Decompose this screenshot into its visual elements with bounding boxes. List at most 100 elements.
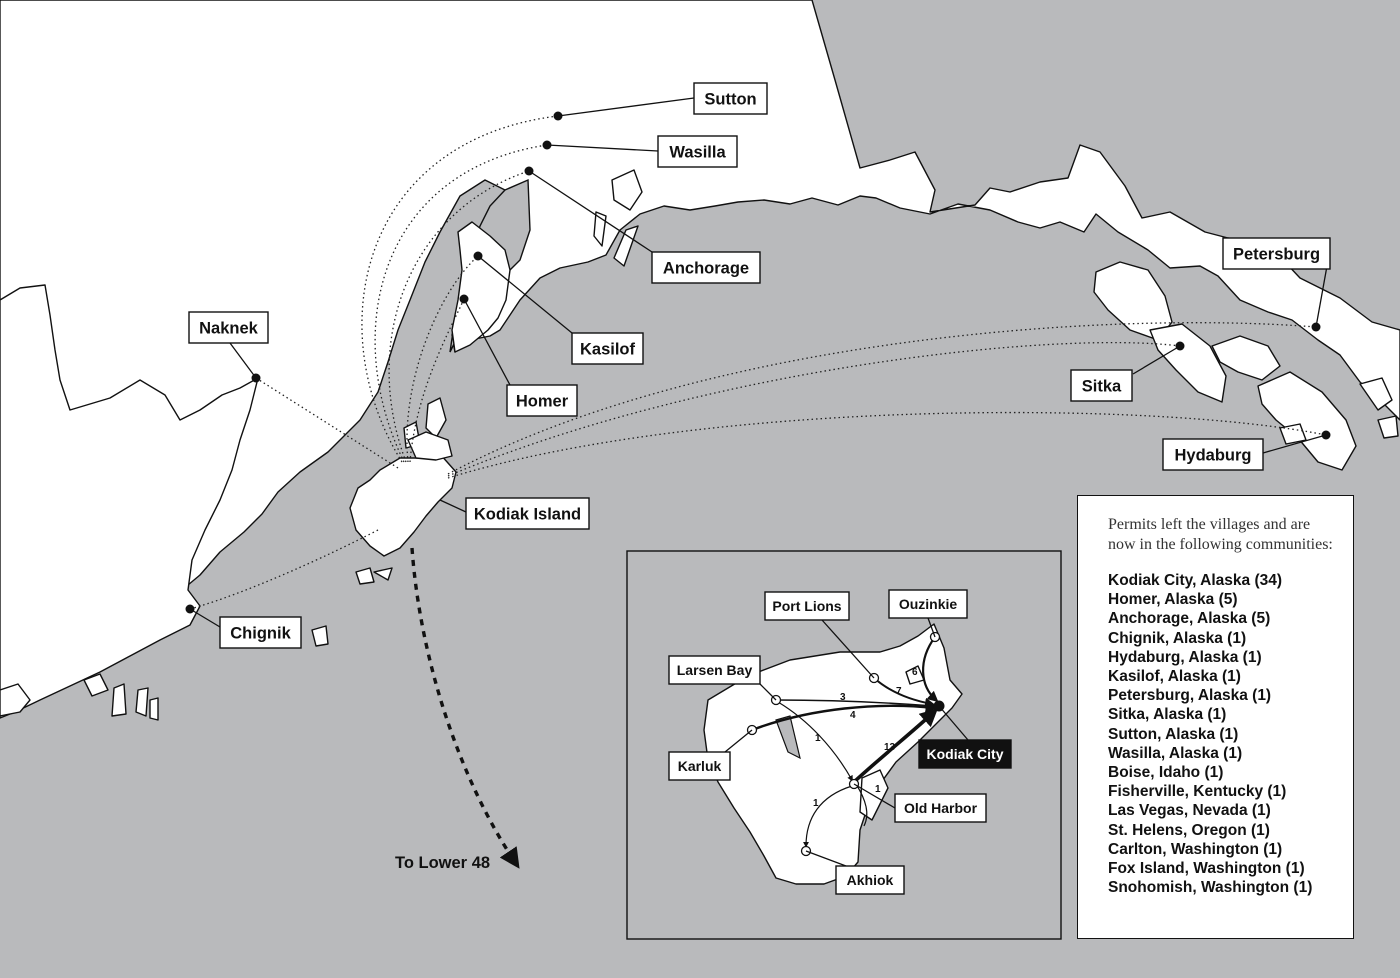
legend-item: Hydaburg, Alaska (1)	[1108, 648, 1262, 666]
label-chignik-text: Chignik	[230, 625, 291, 643]
mainland-landmass	[0, 0, 1400, 691]
kenai-peninsula	[451, 221, 511, 353]
flow-num-oldharbor-self: 1	[875, 784, 881, 795]
route-to-wasilla	[374, 144, 548, 463]
inset-label-old-harbor-text: Old Harbor	[904, 800, 978, 816]
label-petersburg-text: Petersburg	[1233, 246, 1320, 264]
island-sw-6	[0, 683, 31, 717]
inset-label-kodiak-city-text: Kodiak City	[926, 746, 1003, 762]
legend-item: Kodiak City, Alaska (34)	[1108, 572, 1283, 589]
flow-num-karluk-kodiak: 4	[850, 710, 856, 721]
legend-item: Fox Island, Washington (1)	[1108, 860, 1305, 878]
legend-item: Wasilla, Alaska (1)	[1108, 744, 1243, 762]
afognak-island	[407, 431, 453, 461]
legend-item: Boise, Idaho (1)	[1108, 764, 1224, 782]
se-alaska-island-3	[1211, 335, 1281, 381]
homer-dot	[459, 294, 469, 304]
inset-label-larsen-bay-text: Larsen Bay	[677, 662, 753, 678]
sitka-dot	[1175, 341, 1185, 351]
label-hydaburg-text: Hydaburg	[1174, 447, 1251, 465]
label-anchorage-text: Anchorage	[663, 260, 749, 278]
inset-label-ouzinkie-text: Ouzinkie	[899, 596, 958, 612]
label-naknek-text: Naknek	[199, 320, 259, 338]
legend-item: Chignik, Alaska (1)	[1108, 629, 1247, 647]
legend-list: Kodiak City, Alaska (34) Homer, Alaska (…	[1108, 571, 1341, 897]
chignik-dot	[185, 604, 195, 614]
flow-ouzinkie-kodiak	[922, 636, 939, 703]
island-sw-2	[83, 673, 109, 697]
island-shumagin-1	[373, 567, 393, 581]
inset-label-akhiok-text: Akhiok	[847, 872, 894, 888]
legend-item: Snohomish, Washington (1)	[1108, 879, 1313, 897]
label-homer: Homer	[506, 384, 578, 417]
island-sw-4	[135, 687, 149, 717]
route-to-sitka	[447, 341, 1181, 477]
label-sitka: Sitka	[1070, 369, 1133, 402]
label-wasilla-text: Wasilla	[669, 144, 726, 162]
route-to-hydaburg	[447, 411, 1327, 479]
label-homer-text: Homer	[516, 393, 569, 411]
flow-oldharbor-self	[855, 783, 868, 827]
kasilof-dot	[473, 251, 483, 261]
legend-panel: Permits left the villages and are now in…	[1077, 495, 1354, 939]
se-alaska-island-5	[1359, 377, 1393, 411]
se-alaska-island-4	[1257, 371, 1357, 471]
label-anchorage: Anchorage	[651, 251, 761, 284]
flow-larsen-kodiak	[775, 699, 937, 710]
route-to-anchorage	[388, 170, 530, 463]
route-to-naknek	[255, 377, 399, 469]
flow-oldharbor-akhiok	[803, 785, 853, 848]
legend-item: Las Vegas, Nevada (1)	[1108, 802, 1271, 820]
island-semidi	[355, 567, 375, 585]
inset-label-port-lions: Port Lions	[764, 591, 850, 621]
inset-label-akhiok: Akhiok	[835, 865, 905, 895]
label-kodiak-island: Kodiak Island	[465, 497, 590, 530]
naknek-dot	[251, 373, 261, 383]
route-to-kasilof	[406, 255, 479, 463]
island-sw-1	[311, 625, 329, 647]
kodiak-island-shape	[349, 453, 457, 557]
route-lines	[189, 115, 1327, 869]
hydaburg-dot	[1321, 430, 1331, 440]
inset-kodiak-island	[703, 623, 963, 885]
legend-item: Carlton, Washington (1)	[1108, 840, 1283, 858]
wasilla-dot	[542, 140, 552, 150]
flow-portlions-kodiak	[873, 677, 935, 708]
flow-num-oldharbor-akhiok: 1	[813, 798, 819, 809]
label-hydaburg: Hydaburg	[1162, 438, 1264, 471]
flow-num-oldharbor-kodiak: 13	[884, 742, 896, 753]
route-to-homer	[409, 298, 465, 463]
label-sutton: Sutton	[693, 82, 768, 115]
se-alaska-island-6	[1377, 415, 1399, 439]
legend-item: Fisherville, Kentucky (1)	[1108, 783, 1287, 801]
label-sitka-text: Sitka	[1082, 378, 1122, 396]
island-sw-5	[149, 697, 159, 721]
legend-item: Kasilof, Alaska (1)	[1108, 668, 1241, 686]
inset-label-port-lions-text: Port Lions	[772, 598, 841, 614]
route-to-petersburg	[447, 322, 1317, 475]
legend-item: Homer, Alaska (5)	[1108, 591, 1238, 609]
inset-label-karluk: Karluk	[668, 751, 731, 781]
map-leaders	[189, 97, 1328, 628]
se-alaska-island-2	[1149, 323, 1227, 403]
anchorage-dot	[524, 166, 534, 176]
label-chignik: Chignik	[219, 616, 302, 649]
label-naknek: Naknek	[188, 311, 269, 344]
legend-item: Sitka, Alaska (1)	[1108, 706, 1227, 724]
flow-num-ouzinkie-kodiak: 6	[912, 667, 918, 678]
label-petersburg: Petersburg	[1222, 237, 1331, 270]
inset-label-larsen-bay: Larsen Bay	[668, 655, 761, 685]
inset-label-karluk-text: Karluk	[678, 758, 722, 774]
island-pws-1	[611, 169, 643, 211]
legend-item: St. Helens, Oregon (1)	[1108, 821, 1270, 839]
route-to-lower48	[410, 547, 520, 869]
inset-bay-cut	[775, 715, 801, 760]
island-cook-1	[425, 397, 447, 439]
legend-item: Petersburg, Alaska (1)	[1108, 687, 1272, 705]
flow-larsen-oldharbor	[777, 701, 853, 782]
se-alaska-island-7	[1279, 423, 1307, 445]
label-lower48: To Lower 48	[395, 854, 490, 872]
inset-label-kodiak-city: Kodiak City	[918, 739, 1012, 769]
route-to-sutton	[361, 115, 559, 463]
